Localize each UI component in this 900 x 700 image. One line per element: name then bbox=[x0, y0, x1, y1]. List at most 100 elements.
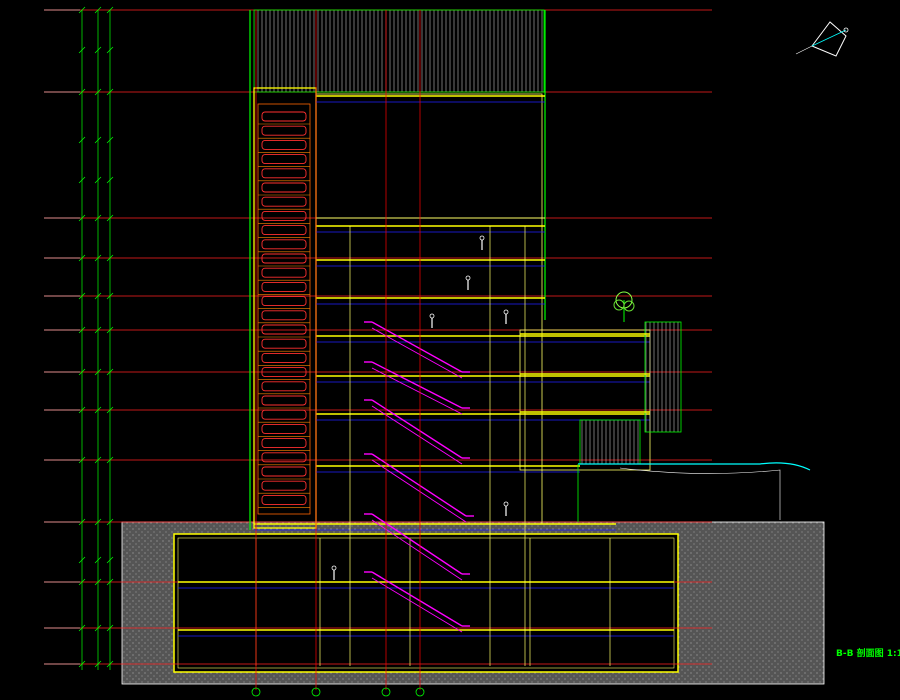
roof-louver-screen bbox=[253, 9, 545, 93]
parking-car bbox=[261, 338, 307, 349]
dimension-tick bbox=[94, 624, 102, 632]
parking-car bbox=[261, 423, 307, 434]
escalator-handrail bbox=[371, 367, 463, 415]
escalator-handrail bbox=[371, 459, 467, 523]
human-figure-icon bbox=[503, 309, 509, 315]
dimension-tick bbox=[94, 368, 102, 376]
parking-car bbox=[261, 281, 307, 292]
escalator-run bbox=[371, 513, 463, 575]
dimension-tick bbox=[106, 88, 114, 96]
dimension-tick bbox=[94, 214, 102, 222]
dimension-tick bbox=[106, 176, 114, 184]
dimension-tick bbox=[78, 556, 86, 564]
dimension-tick bbox=[94, 292, 102, 300]
parking-car bbox=[261, 438, 307, 449]
human-figure-icon bbox=[465, 275, 471, 281]
tree-icon bbox=[613, 291, 635, 322]
dimension-tick bbox=[106, 456, 114, 464]
parking-tower bbox=[257, 103, 311, 515]
dimension-tick bbox=[78, 214, 86, 222]
dimension-tick bbox=[94, 578, 102, 586]
parking-car bbox=[261, 253, 307, 264]
escalator-run bbox=[371, 321, 463, 373]
parking-car bbox=[261, 139, 307, 150]
parking-car bbox=[261, 352, 307, 363]
dimension-chain bbox=[78, 6, 114, 670]
grid-bubble bbox=[311, 687, 321, 697]
parking-car bbox=[261, 125, 307, 136]
parking-car bbox=[261, 381, 307, 392]
parking-frame bbox=[257, 103, 311, 515]
dimension-tick bbox=[106, 214, 114, 222]
escalator-handrail bbox=[371, 519, 463, 581]
parking-car bbox=[261, 239, 307, 250]
parking-car bbox=[261, 324, 307, 335]
dimension-tick bbox=[94, 660, 102, 668]
escalator-handrail bbox=[371, 577, 463, 633]
dimension-tick bbox=[78, 456, 86, 464]
dimension-tick bbox=[78, 326, 86, 334]
parking-car bbox=[261, 296, 307, 307]
parking-car bbox=[261, 225, 307, 236]
dimension-tick bbox=[78, 518, 86, 526]
dimension-tick bbox=[94, 406, 102, 414]
parking-car bbox=[261, 367, 307, 378]
grid-bubble bbox=[381, 687, 391, 697]
parking-car bbox=[261, 395, 307, 406]
grid-axes bbox=[255, 10, 421, 690]
grid-bubbles bbox=[251, 687, 425, 697]
escalator-run bbox=[371, 361, 463, 409]
escalators bbox=[364, 321, 474, 633]
dimension-tick bbox=[106, 136, 114, 144]
escalator-run bbox=[371, 453, 467, 517]
human-figure-icon bbox=[479, 235, 485, 241]
dimension-tick bbox=[106, 578, 114, 586]
dimension-tick bbox=[94, 254, 102, 262]
dimension-tick bbox=[106, 518, 114, 526]
dimension-tick bbox=[78, 660, 86, 668]
escalator-run bbox=[371, 571, 463, 627]
escalator-handrail bbox=[371, 327, 463, 379]
parking-car bbox=[261, 196, 307, 207]
dimension-tick bbox=[106, 254, 114, 262]
parking-car bbox=[261, 182, 307, 193]
dimension-tick bbox=[106, 556, 114, 564]
dimension-tick bbox=[78, 254, 86, 262]
dimension-tick bbox=[94, 556, 102, 564]
dimension-tick bbox=[78, 406, 86, 414]
section-caption: B-B 剖面图 1:10 bbox=[836, 649, 900, 659]
dimension-tick bbox=[78, 88, 86, 96]
dimension-tick bbox=[78, 578, 86, 586]
dimension-tick bbox=[106, 46, 114, 54]
parking-car bbox=[261, 111, 307, 122]
dimension-tick bbox=[106, 624, 114, 632]
dimension-tick bbox=[94, 6, 102, 14]
escalator-handrail bbox=[371, 405, 463, 465]
parking-car bbox=[261, 480, 307, 491]
dimension-tick bbox=[106, 660, 114, 668]
dimension-tick bbox=[78, 176, 86, 184]
floor-slabs bbox=[178, 95, 674, 666]
dimension-tick bbox=[78, 624, 86, 632]
parking-car bbox=[261, 210, 307, 221]
parking-car bbox=[261, 494, 307, 505]
escalator-run bbox=[371, 399, 463, 459]
parking-car bbox=[261, 154, 307, 165]
dimension-tick bbox=[94, 136, 102, 144]
basement bbox=[173, 533, 679, 673]
dimension-tick bbox=[94, 46, 102, 54]
parking-car bbox=[261, 409, 307, 420]
dimension-tick bbox=[78, 368, 86, 376]
dimension-tick bbox=[78, 46, 86, 54]
dimension-tick bbox=[78, 292, 86, 300]
dimension-tick bbox=[106, 6, 114, 14]
human-figure-icon bbox=[503, 501, 509, 507]
dimension-tick bbox=[94, 326, 102, 334]
human-figure-icon bbox=[429, 313, 435, 319]
human-figures bbox=[331, 235, 509, 580]
dimension-tick bbox=[106, 406, 114, 414]
dimension-tick bbox=[94, 518, 102, 526]
parking-car bbox=[261, 267, 307, 278]
parking-car bbox=[261, 168, 307, 179]
